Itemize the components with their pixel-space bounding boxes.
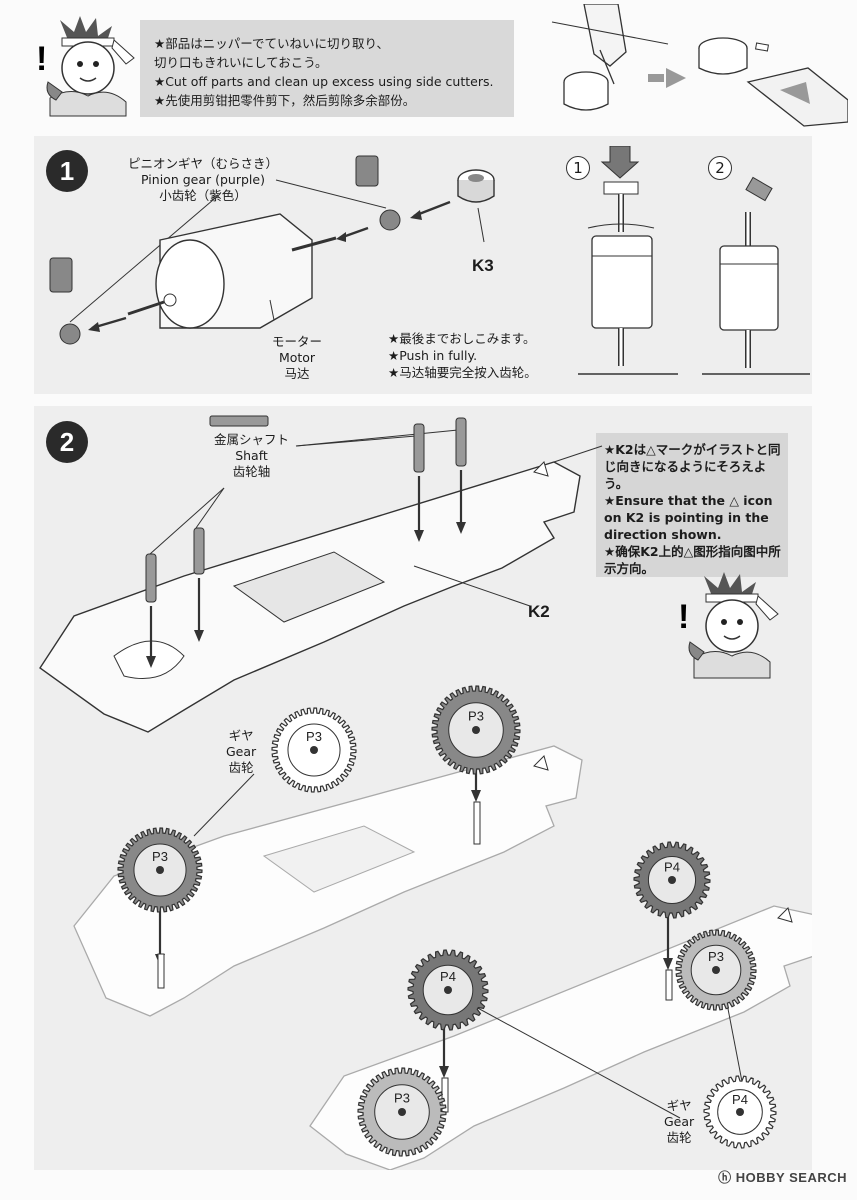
- step-1-number: 1: [46, 150, 88, 192]
- instruction-note-cutting: ★部品はニッパーでていねいに切り取り、 切り口もきれいにしておこう。 ★Cut …: [140, 20, 514, 117]
- gear-p4-center: P4: [407, 949, 489, 1031]
- pinion-label-cn: 小齿轮（紫色）: [159, 188, 247, 203]
- watermark-text: HOBBY SEARCH: [735, 1170, 847, 1185]
- svg-text:!: !: [36, 40, 47, 78]
- hobby-search-watermark: ⓗ HOBBY SEARCH: [718, 1167, 847, 1186]
- note-line-jp-2: 切り口もきれいにしておこう。: [154, 55, 328, 70]
- k2-note-cn: ★确保K2上的△图形指向图中所示方向。: [604, 544, 781, 576]
- gear-p4-outline-axle-hole: [736, 1108, 744, 1116]
- note-line-en: ★Cut off parts and clean up excess using…: [154, 74, 494, 89]
- gear-p3-left-axle-hole: [156, 866, 164, 874]
- motor-assembly-diagram: [49, 155, 495, 345]
- gear-label-jp-2: ギヤ: [666, 1098, 692, 1113]
- gear-label-cn: 齿轮: [228, 760, 254, 775]
- gear-p3-left-part-label: P3: [152, 849, 168, 864]
- push-fully-note: ★最後までおしこみます。 ★Push in fully. ★马达轴要完全按入齿轮…: [388, 330, 537, 381]
- gear-label-en: Gear: [226, 744, 257, 759]
- gear-p4-right-part-label: P4: [664, 860, 680, 875]
- motor-label: モーター Motor 马达: [272, 334, 322, 382]
- gear-p3-left: P3: [117, 827, 203, 913]
- watermark-logo-icon: ⓗ: [718, 1170, 736, 1185]
- gear-p3-top-part-label: P3: [468, 708, 484, 723]
- shaft-label: 金属シャフト Shaft 齿轮轴: [214, 432, 289, 480]
- gear-p3-installed-bottom-axle-hole: [398, 1108, 406, 1116]
- gear-label-p4: ギヤ Gear 齿轮: [664, 1098, 694, 1146]
- motor-label-cn: 马达: [284, 366, 310, 381]
- gear-p3-outline-axle-hole: [310, 746, 318, 754]
- gear-p3-top: P3: [431, 685, 521, 775]
- push-note-jp: ★最後までおしこみます。: [388, 331, 536, 346]
- gear-p3-outline-part-label: P3: [306, 729, 322, 744]
- gear-label-cn-2: 齿轮: [666, 1130, 692, 1145]
- step-2-number: 2: [46, 421, 88, 463]
- k2-orientation-note: ★K2は△マークがイラストと同じ向きになるようにそろえよう。 ★Ensure t…: [596, 433, 788, 577]
- mascot-illustration-top: !: [36, 16, 135, 117]
- cutter-illustration: [551, 4, 848, 127]
- gear-label-jp: ギヤ: [228, 728, 254, 743]
- gear-p4-center-part-label: P4: [440, 969, 456, 984]
- k2-label: K2: [528, 602, 550, 621]
- gear-p3-installed-right-axle-hole: [712, 966, 720, 974]
- motor-label-en: Motor: [278, 350, 316, 365]
- note-line-jp-1: ★部品はニッパーでていねいに切り取り、: [154, 36, 389, 51]
- gear-p3-installed-right-part-label: P3: [708, 949, 724, 964]
- pinion-label-jp: ピニオンギヤ（むらさき）: [128, 156, 279, 171]
- gear-label-en-2: Gear: [664, 1114, 695, 1129]
- push-in-diagram: [578, 146, 810, 375]
- gear-p4-center-axle-hole: [444, 986, 452, 994]
- pinion-label-en: Pinion gear (purple): [141, 172, 265, 187]
- gear-p3-installed-bottom-part-label: P3: [394, 1090, 410, 1105]
- substep-1-number: 1: [566, 156, 590, 180]
- gear-p3-outline: P3: [271, 707, 357, 793]
- gear-p4-outline-part-label: P4: [732, 1092, 748, 1107]
- k2-note-en: ★Ensure that the △ icon on K2 is pointin…: [604, 493, 773, 542]
- gear-p3-top-axle-hole: [472, 726, 480, 734]
- gear-p4-right-axle-hole: [668, 876, 676, 884]
- motor-label-jp: モーター: [272, 334, 323, 349]
- gear-label-p3: ギヤ Gear 齿轮: [226, 728, 256, 776]
- substep-2-number: 2: [708, 156, 732, 180]
- shaft-label-jp: 金属シャフト: [214, 432, 290, 447]
- gear-p4-outline: P4: [703, 1075, 777, 1149]
- note-line-cn: ★先使用剪钳把零件剪下，然后剪除多余部份。: [154, 93, 416, 108]
- svg-text:!: !: [678, 598, 689, 636]
- k2-note-jp: ★K2は△マークがイラストと同じ向きになるようにそろえよう。: [604, 442, 781, 491]
- gear-p3-installed-bottom: P3: [357, 1067, 447, 1157]
- gear-p4-right: P4: [633, 841, 711, 919]
- push-note-en: ★Push in fully.: [388, 348, 478, 363]
- shaft-label-cn: 齿轮轴: [232, 464, 271, 479]
- gear-p3-installed-right: P3: [675, 929, 757, 1011]
- shaft-label-en: Shaft: [235, 448, 268, 463]
- k3-label: K3: [472, 256, 494, 275]
- pinion-gear-label: ピニオンギヤ（むらさき） Pinion gear (purple) 小齿轮（紫色…: [128, 156, 278, 204]
- mascot-illustration-bottom: !: [678, 572, 779, 679]
- push-note-cn: ★马达轴要完全按入齿轮。: [388, 365, 537, 380]
